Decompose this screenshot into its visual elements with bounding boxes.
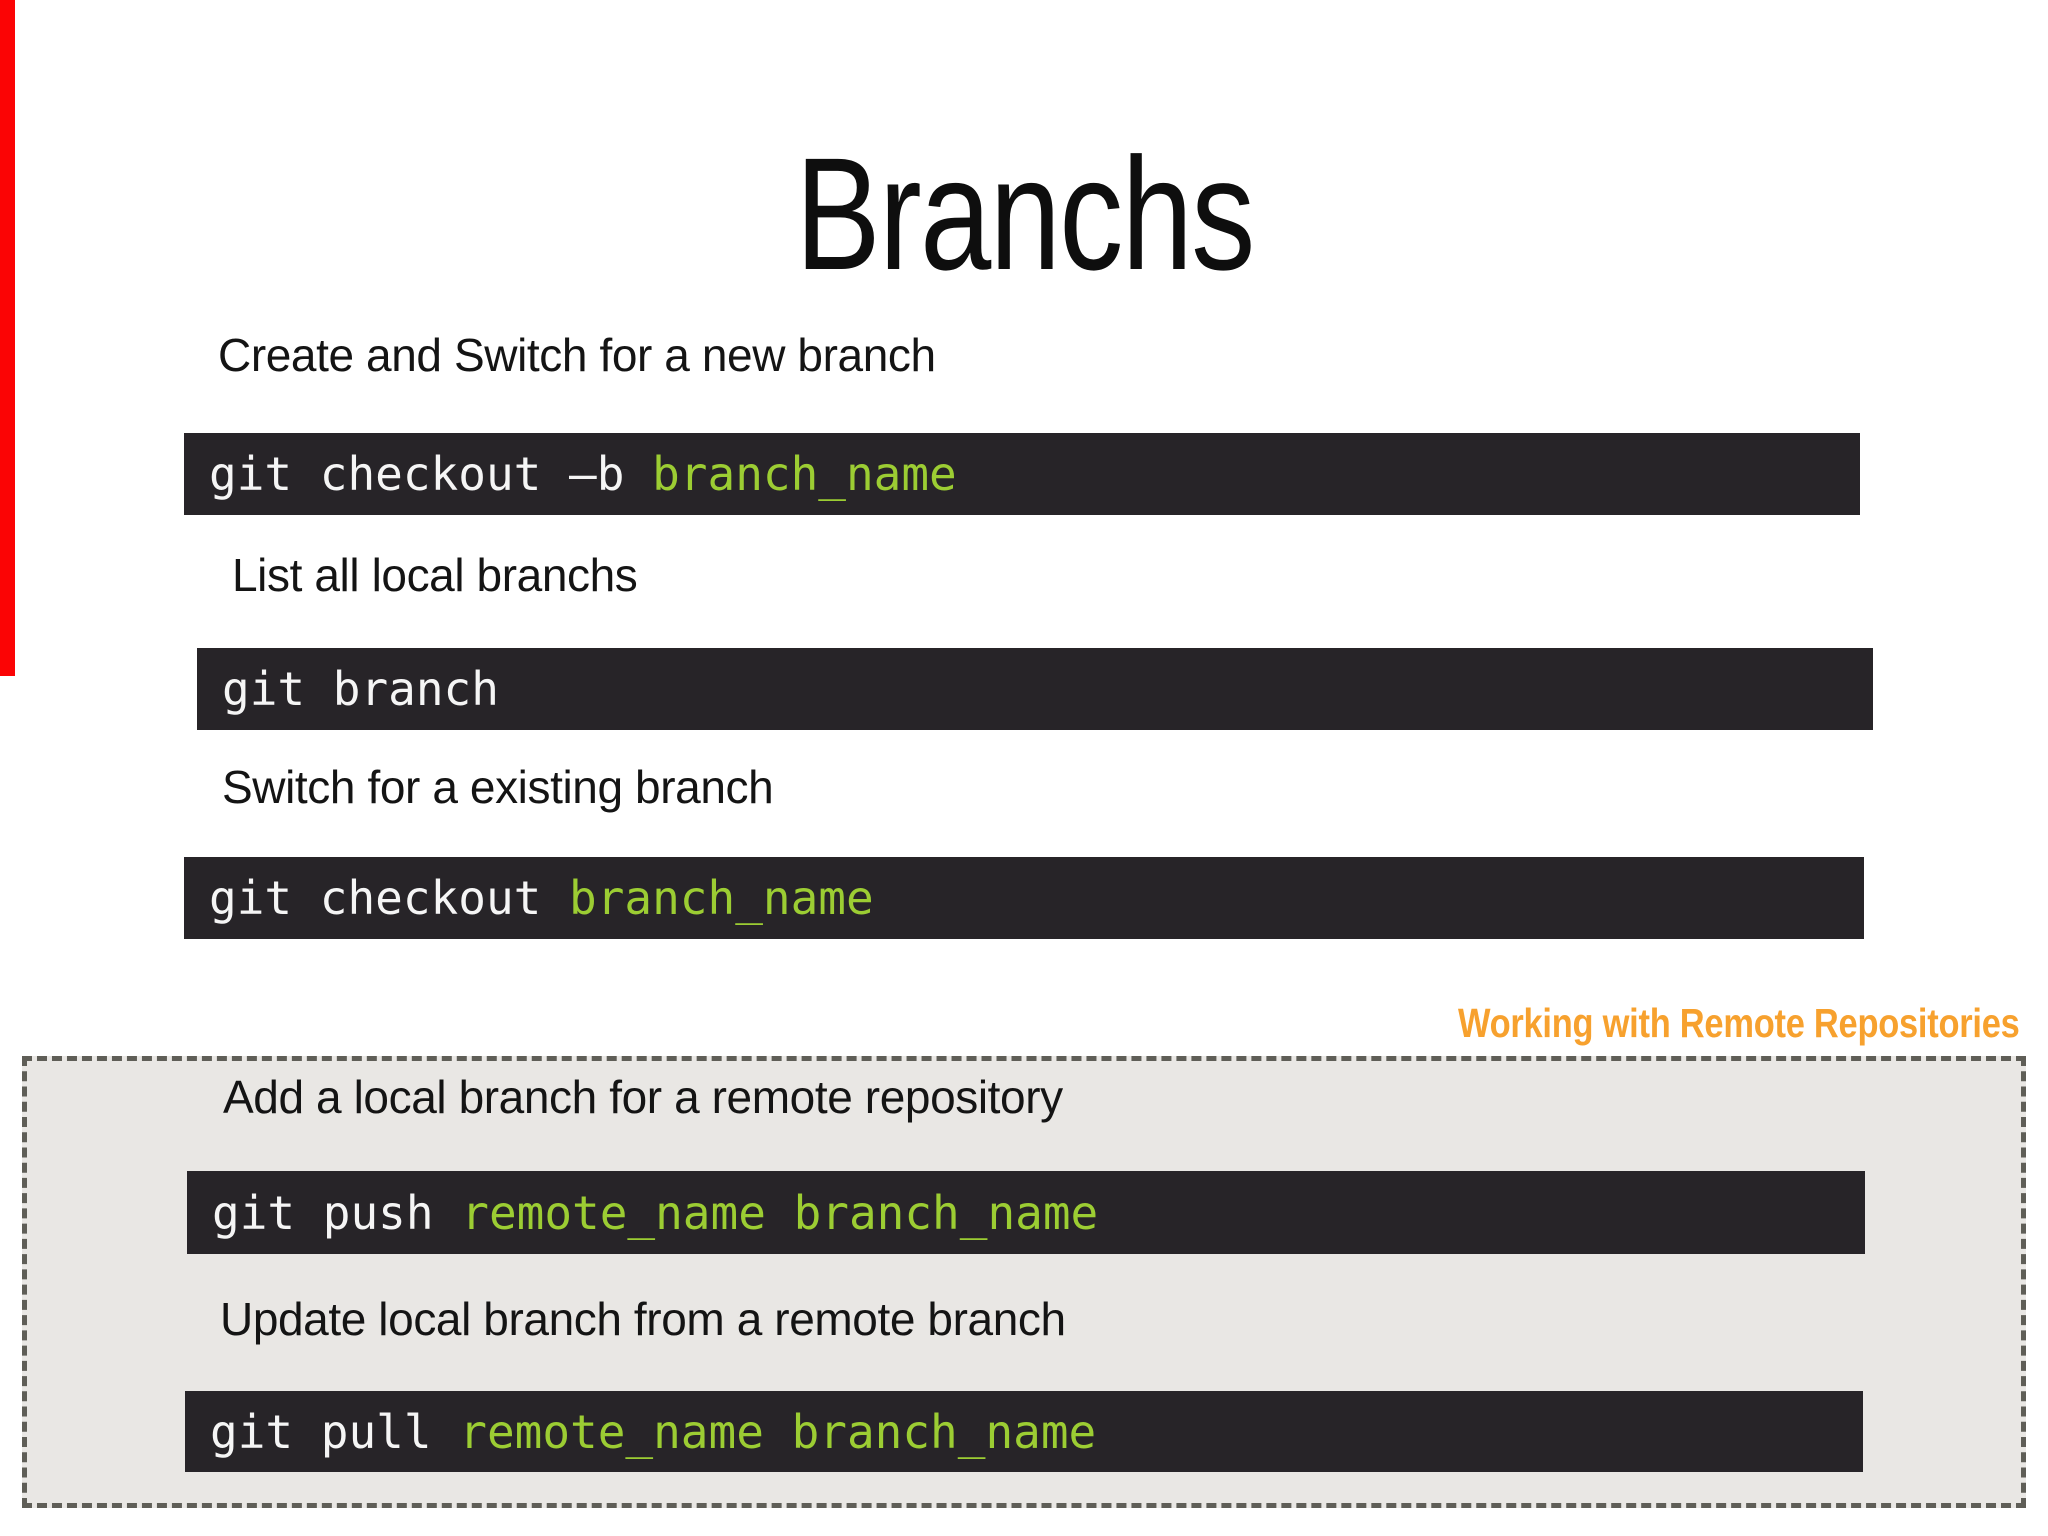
left-accent-bar (0, 0, 15, 676)
code-argument: branch_name (652, 447, 957, 501)
section-label-switch-existing: Switch for a existing branch (222, 761, 774, 813)
code-command: git pull (210, 1404, 460, 1459)
section-label-update-local-branch: Update local branch from a remote branch (220, 1293, 1066, 1345)
code-command: git push (212, 1185, 462, 1240)
code-bar-git-pull: git pull remote_name branch_name (185, 1391, 1863, 1472)
code-argument: remote_name branch_name (459, 1404, 1097, 1459)
code-command: git branch (222, 662, 499, 716)
remote-group-heading: Working with Remote Repositories (1458, 1000, 2020, 1046)
page-title: Branchs (0, 118, 2048, 310)
code-command: git checkout (209, 871, 570, 925)
code-bar-git-checkout: git checkout branch_name (184, 857, 1864, 939)
code-bar-git-push: git push remote_name branch_name (187, 1171, 1865, 1254)
code-command: git checkout –b (209, 447, 653, 501)
page-title-text: Branchs (794, 124, 1255, 303)
code-bar-git-checkout-b: git checkout –b branch_name (184, 433, 1860, 515)
code-bar-git-branch: git branch (197, 648, 1873, 730)
code-argument: branch_name (569, 871, 874, 925)
section-label-create-switch: Create and Switch for a new branch (218, 329, 936, 381)
section-label-list-branches: List all local branchs (232, 549, 638, 601)
section-label-add-remote-branch: Add a local branch for a remote reposito… (223, 1071, 1063, 1123)
code-argument: remote_name branch_name (461, 1185, 1099, 1240)
